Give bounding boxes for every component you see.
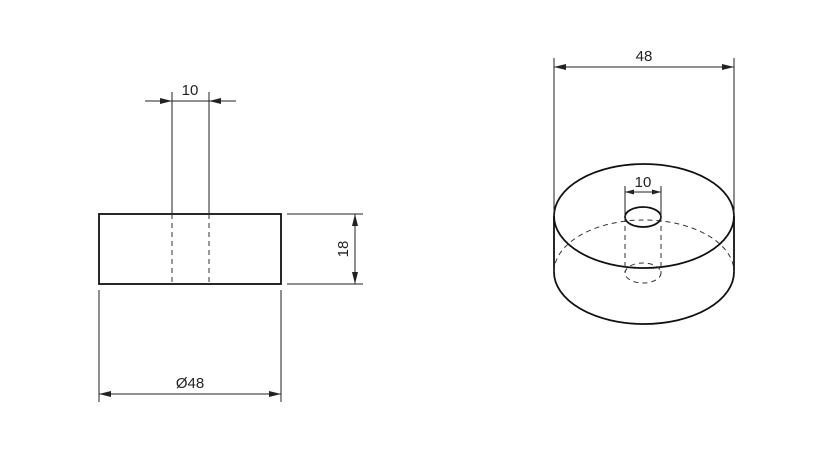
dimension-arrow: [209, 98, 221, 104]
front-diameter-label: Ø48: [176, 375, 204, 392]
iso-bottom-hidden-edge: [553, 219, 735, 273]
dimension-arrow: [99, 391, 111, 397]
iso-width-label: 48: [636, 48, 653, 65]
dimension-arrow: [352, 272, 358, 284]
dimension-arrow: [554, 64, 566, 70]
front-diameter-dimension: Ø48: [98, 290, 282, 402]
dimension-arrow: [269, 391, 281, 397]
iso-bottom-visible-edge: [553, 271, 735, 325]
dimension-arrow: [625, 189, 634, 195]
dimension-arrow: [352, 214, 358, 226]
front-bore-label: 10: [182, 82, 199, 99]
front-view-outline: [98, 213, 282, 285]
iso-bore-top: [624, 206, 662, 228]
dimension-arrow: [722, 64, 734, 70]
front-bore-dimension: 10: [145, 82, 236, 214]
front-height-label: 18: [335, 241, 352, 258]
front-view: [98, 213, 282, 285]
iso-bore-bottom-hidden: [624, 262, 662, 284]
dimension-arrow: [160, 98, 172, 104]
iso-bore-label: 10: [635, 174, 652, 191]
dimension-arrow: [652, 189, 661, 195]
iso-bore-dimension: 10: [624, 174, 662, 217]
iso-width-dimension: 48: [553, 48, 735, 216]
front-height-dimension: 18: [287, 213, 363, 285]
isometric-view: [553, 163, 735, 325]
